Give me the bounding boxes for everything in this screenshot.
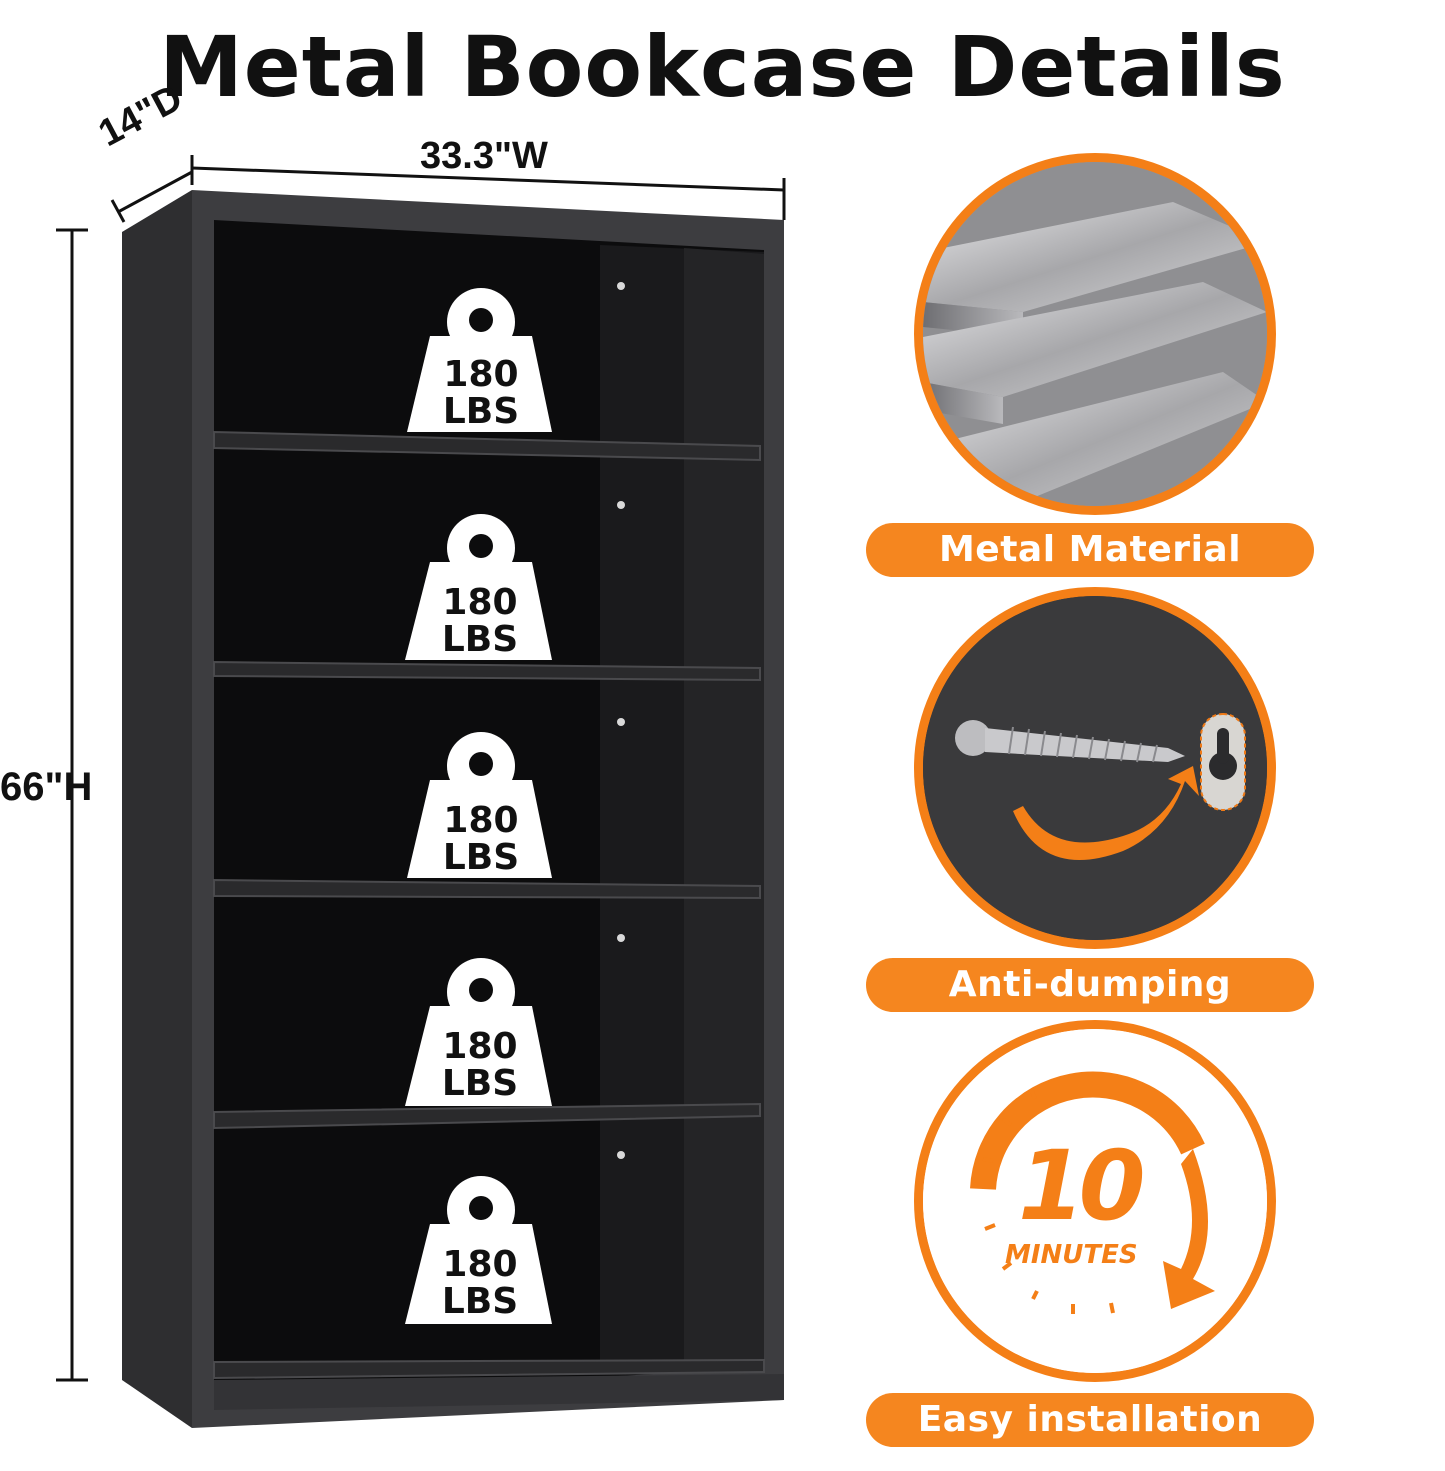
cabinet-side-panel xyxy=(122,190,192,1428)
weight-icons xyxy=(405,288,552,1324)
weight-icon-shelf-4 xyxy=(405,958,552,1106)
page-title: Metal Bookcase Details xyxy=(159,18,1286,116)
shelf-3-weight: 180 LBS xyxy=(406,802,556,876)
weight-icon-shelf-2 xyxy=(405,514,552,660)
weight-unit: LBS xyxy=(442,391,520,432)
timer-unit: MINUTES xyxy=(1005,1240,1138,1270)
shelf-1 xyxy=(213,430,761,462)
screw-keyhole-icon xyxy=(923,596,1267,940)
weight-number: 180 xyxy=(443,800,519,841)
screw-icon xyxy=(955,720,1185,763)
brushed-metal-plates-icon xyxy=(923,162,1267,506)
weight-unit: LBS xyxy=(442,837,520,878)
keyhole-holes xyxy=(617,282,625,1159)
metal-material-label: Metal Material xyxy=(866,523,1314,577)
weight-icon-shelf-5 xyxy=(405,1176,552,1324)
weight-number: 180 xyxy=(442,582,518,623)
shelf-3 xyxy=(213,878,761,900)
weight-number: 180 xyxy=(442,1026,518,1067)
weight-unit: LBS xyxy=(441,619,519,660)
timer-number: 10 xyxy=(1018,1130,1146,1242)
shelves xyxy=(213,430,765,1380)
easy-installation-label: Easy installation xyxy=(866,1393,1314,1447)
weight-unit: LBS xyxy=(441,1063,519,1104)
arrow-icon xyxy=(1013,766,1199,860)
timer-10-minutes-icon xyxy=(923,1029,1267,1373)
anti-dumping-circle xyxy=(914,587,1276,949)
height-dimension-label: 66"H xyxy=(0,765,93,809)
dimension-lines xyxy=(56,155,786,1382)
weight-number: 180 xyxy=(442,1244,518,1285)
anti-dumping-label: Anti-dumping xyxy=(866,958,1314,1012)
bottom-shelf xyxy=(213,1358,765,1380)
weight-number: 180 xyxy=(443,354,519,395)
shelf-2 xyxy=(213,660,761,682)
shelf-1-weight: 180 LBS xyxy=(406,356,556,430)
width-dimension-label: 33.3"W xyxy=(420,135,548,177)
weight-icon-shelf-3 xyxy=(407,732,552,878)
easy-installation-circle xyxy=(914,1020,1276,1382)
weight-icon-shelf-1 xyxy=(407,288,552,432)
cabinet-base xyxy=(214,1374,784,1410)
shelf-4 xyxy=(213,1102,761,1130)
shelf-4-weight: 180 LBS xyxy=(405,1028,555,1102)
weight-unit: LBS xyxy=(441,1281,519,1322)
metal-material-circle xyxy=(914,153,1276,515)
shelf-5-weight: 180 LBS xyxy=(405,1246,555,1320)
keyhole-icon xyxy=(1200,713,1246,811)
shelf-2-weight: 180 LBS xyxy=(405,584,555,658)
